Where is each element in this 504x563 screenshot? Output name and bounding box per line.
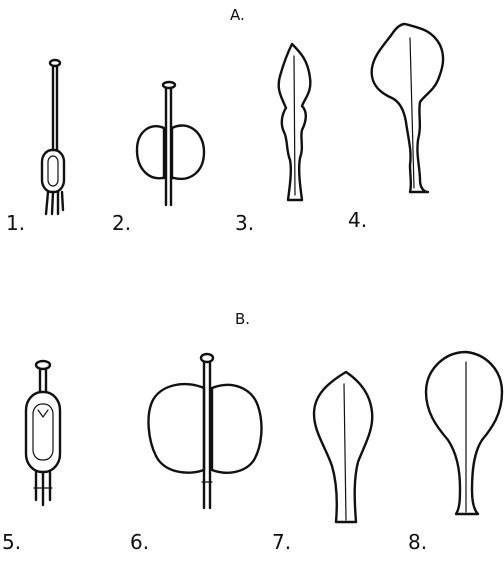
section-label-b: B. xyxy=(235,312,250,327)
figure-2-drawing xyxy=(137,82,204,205)
figure-label-3: 3. xyxy=(235,213,254,233)
figure-8-drawing xyxy=(426,352,502,514)
figure-label-7: 7. xyxy=(272,532,291,552)
figure-7-drawing xyxy=(314,372,372,522)
figure-label-8: 8. xyxy=(408,532,427,552)
section-label-a: A. xyxy=(230,8,245,23)
figure-label-2: 2. xyxy=(112,213,131,233)
figure-label-4: 4. xyxy=(348,210,367,230)
figure-label-6: 6. xyxy=(130,532,149,552)
figure-1-drawing xyxy=(42,60,64,214)
figure-4-drawing xyxy=(372,24,443,192)
figure-5-drawing xyxy=(26,361,60,505)
figure-label-1: 1. xyxy=(6,213,25,233)
figure-3-drawing xyxy=(279,44,311,200)
figure-6-drawing xyxy=(149,354,262,508)
figure-label-5: 5. xyxy=(2,532,21,552)
